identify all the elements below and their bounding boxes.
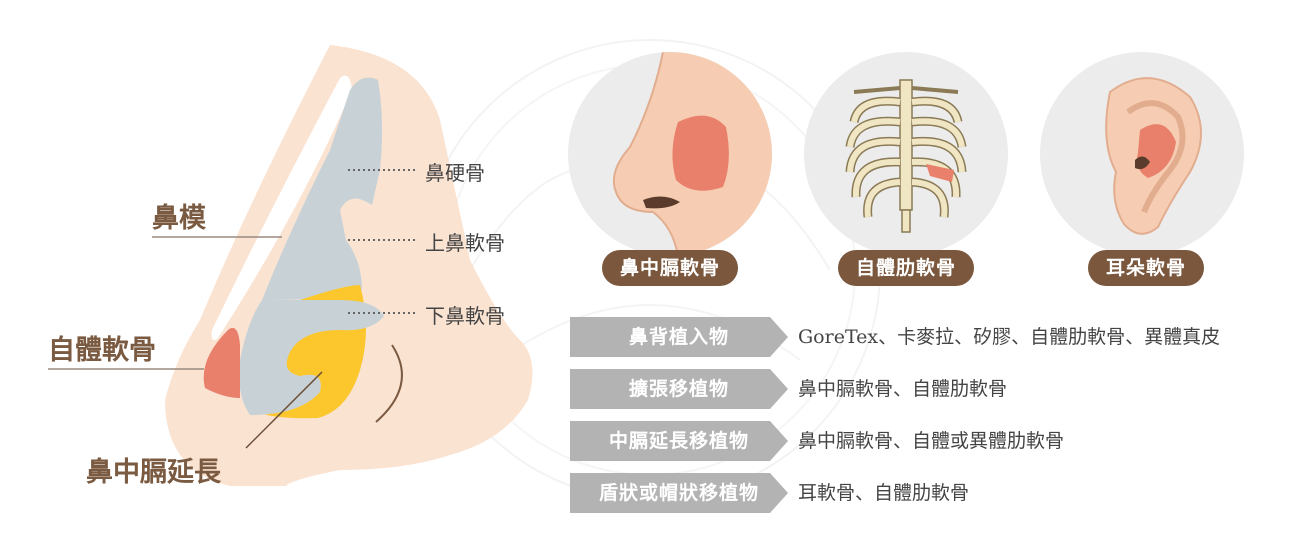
implant-category: 擴張移植物	[570, 369, 788, 409]
label-upper-cartilage: 上鼻軟骨	[425, 231, 505, 255]
implant-materials: 耳軟骨、自體肋軟骨	[798, 482, 970, 504]
source-circle-septum	[568, 52, 772, 256]
table-row: 盾狀或帽狀移植物 耳軟骨、自體肋軟骨	[570, 473, 1270, 513]
implant-materials: 鼻中膈軟骨、自體或異體肋軟骨	[798, 430, 1065, 452]
label-autologous-cartilage: 自體軟骨	[48, 335, 156, 366]
label-nasal-mold: 鼻模	[152, 203, 206, 234]
source-label-septum: 鼻中膈軟骨	[602, 250, 738, 286]
table-row: 擴張移植物 鼻中膈軟骨、自體肋軟骨	[570, 369, 1270, 409]
nostril-arc	[375, 344, 403, 423]
table-row: 鼻背植入物 GoreTex、卡麥拉、矽膠、自體肋軟骨、異體真皮	[570, 317, 1270, 357]
implant-category: 盾狀或帽狀移植物	[570, 473, 788, 513]
source-circle-ear	[1040, 52, 1244, 256]
label-lower-cartilage: 下鼻軟骨	[425, 304, 505, 328]
nose-septum-icon	[612, 52, 772, 256]
table-row: 中膈延長移植物 鼻中膈軟骨、自體或異體肋軟骨	[570, 421, 1270, 461]
source-label-ear: 耳朵軟骨	[1088, 250, 1204, 286]
nasal-mold-implant	[211, 75, 352, 341]
ribcage-icon	[845, 79, 967, 233]
ear-icon	[1105, 77, 1202, 235]
source-label-rib: 自體肋軟骨	[838, 250, 974, 286]
implant-materials: 鼻中膈軟骨、自體肋軟骨	[798, 378, 1008, 400]
autologous-cartilage-graft	[203, 327, 240, 398]
implant-category: 中膈延長移植物	[570, 421, 788, 461]
source-circle-rib	[804, 52, 1008, 256]
lower-cartilage-shape	[239, 300, 384, 415]
label-nasal-bone: 鼻硬骨	[425, 161, 485, 185]
nose-cross-section	[48, 45, 533, 486]
implant-materials: GoreTex、卡麥拉、矽膠、自體肋軟骨、異體真皮	[798, 326, 1221, 348]
implant-category: 鼻背植入物	[570, 317, 788, 357]
nasal-bone-shape	[262, 77, 383, 301]
label-septal-extension: 鼻中膈延長	[86, 457, 221, 488]
